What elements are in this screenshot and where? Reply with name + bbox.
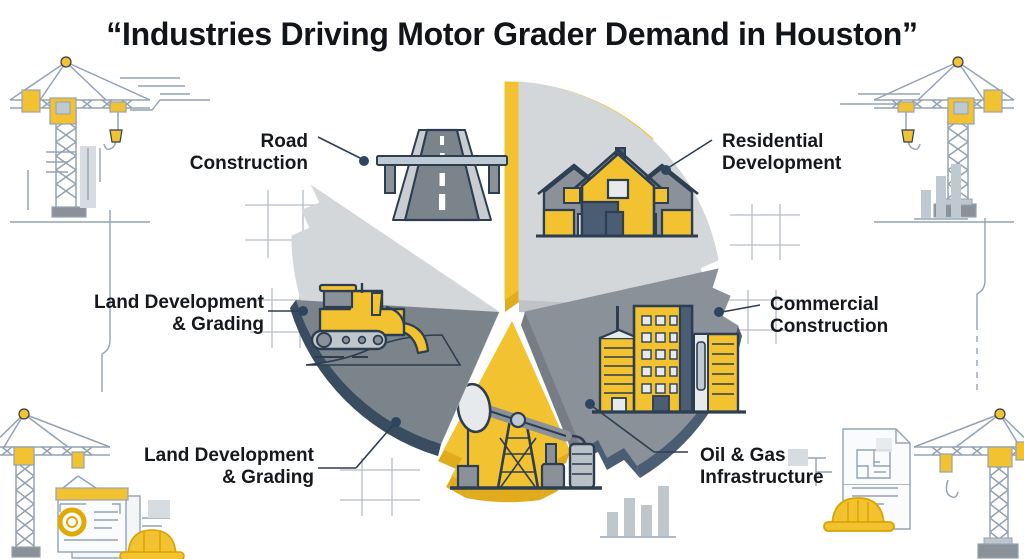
label-land-development-grading-top: Land Development & Grading — [94, 292, 264, 337]
leader-dot-land-bottom — [391, 417, 401, 427]
label-commercial-line2: Construction — [770, 316, 889, 338]
label-oilgas-line1: Oil & Gas — [700, 445, 786, 466]
leader-dot-residential — [661, 165, 671, 175]
houses-icon — [536, 147, 699, 238]
highway-road-icon — [376, 128, 508, 222]
label-land-development-grading-bottom: Land Development & Grading — [144, 445, 314, 490]
segment-commercial-construction[interactable] — [521, 268, 761, 478]
crane-blueprint-hardhat-illustration — [0, 408, 185, 559]
label-road-line1: Road — [260, 131, 309, 152]
label-residential-line1: Residential — [722, 131, 824, 152]
leader-dot-oilgas — [585, 399, 595, 409]
label-commercial-construction: Commercial Construction — [770, 294, 888, 339]
skyscrapers-icon — [592, 304, 746, 414]
label-commercial-line1: Commercial — [770, 294, 879, 315]
label-residential-development: Residential Development — [722, 131, 841, 176]
floorplan-document — [788, 428, 911, 532]
segment-land-development-grading[interactable] — [268, 184, 500, 469]
motor-grader-icon — [305, 283, 462, 366]
crane-floorplan-hardhat-illustration — [913, 408, 1024, 559]
small-bar-chart-right-decoration — [840, 93, 986, 390]
leader-line-commercial — [721, 304, 761, 313]
leader-dot-land-top — [298, 306, 308, 316]
label-road-construction: Road Construction — [190, 131, 308, 176]
label-land-bottom-line1: Land Development — [144, 445, 314, 466]
label-land-bottom-line2: & Grading — [222, 467, 314, 489]
leader-line-road — [317, 136, 363, 160]
label-residential-line2: Development — [722, 153, 842, 175]
label-oil-gas-infrastructure: Oil & Gas Infrastructure — [700, 445, 824, 490]
label-road-line2: Construction — [189, 153, 308, 175]
leader-line-oilgas-2 — [591, 405, 655, 453]
label-land-top-line2: & Grading — [172, 314, 264, 336]
leader-line-land-bottom-2 — [355, 423, 395, 469]
left-vertical-guides — [87, 148, 111, 392]
label-oilgas-line2: Infrastructure — [700, 467, 824, 489]
oil-pumpjack-icon — [450, 382, 602, 490]
segment-oil-gas-infrastructure[interactable] — [438, 320, 688, 503]
leader-line-residential — [667, 139, 713, 169]
background-grid-marks — [245, 190, 800, 516]
label-land-top-line1: Land Development — [94, 292, 264, 313]
segment-residential-development[interactable] — [518, 81, 719, 319]
leader-dot-road — [359, 156, 369, 166]
leader-dot-commercial — [714, 307, 724, 317]
page-title: “Industries Driving Motor Grader Demand … — [106, 16, 918, 52]
tower-crane-top-left-illustration — [9, 56, 210, 223]
small-bar-chart-decoration — [600, 486, 676, 538]
